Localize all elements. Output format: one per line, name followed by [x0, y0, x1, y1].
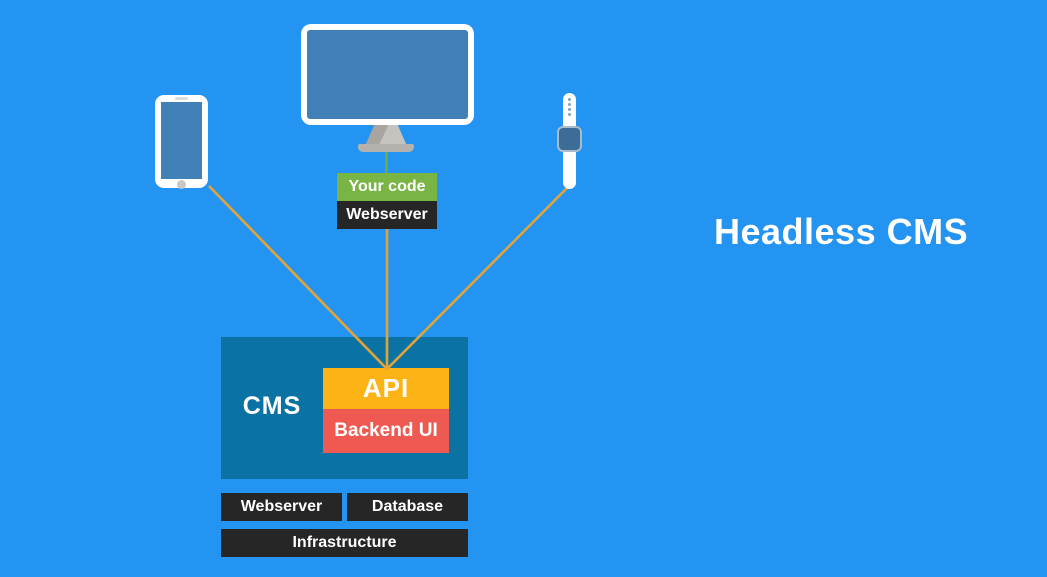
frontend-webserver-box: Webserver — [337, 201, 437, 229]
watch-band-dot — [568, 113, 571, 116]
watch-band-dot — [568, 108, 571, 111]
api-box: API — [323, 368, 449, 409]
backend-ui-box: Backend UI — [323, 409, 449, 453]
database-box: Database — [347, 493, 468, 521]
page-title: Headless CMS — [714, 211, 969, 252]
phone-home-button — [177, 180, 186, 189]
phone-speaker — [175, 97, 188, 100]
monitor-stand-neck — [365, 125, 407, 146]
monitor-stand-base — [358, 144, 414, 152]
watch-face — [557, 126, 582, 152]
monitor-screen — [307, 30, 468, 119]
watch-band-dot — [568, 103, 571, 106]
your-code-box: Your code — [337, 173, 437, 201]
infra-webserver-box: Webserver — [221, 493, 342, 521]
watch-band-dot — [568, 98, 571, 101]
cms-label: CMS — [242, 392, 302, 420]
phone-screen — [161, 102, 202, 179]
infrastructure-box: Infrastructure — [221, 529, 468, 557]
